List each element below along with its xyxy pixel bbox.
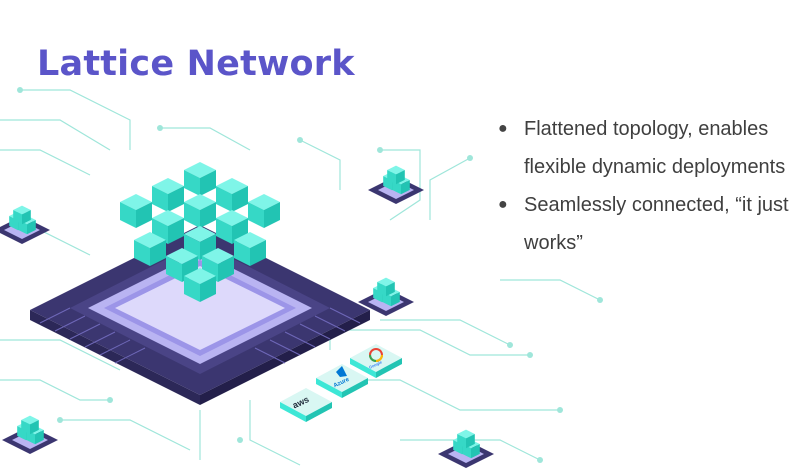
main-chip bbox=[30, 225, 370, 405]
google-label: Google bbox=[368, 359, 383, 370]
bullet-text: Seamlessly connected, “it just works” bbox=[524, 194, 789, 254]
bullet-item: ● Flattened topology, enables flexible d… bbox=[498, 110, 798, 186]
network-illustration: aws Azure Google bbox=[0, 87, 603, 474]
bullet-dot-icon: ● bbox=[498, 120, 508, 137]
circuit-nodes bbox=[0, 87, 603, 463]
small-chip-icon bbox=[2, 416, 58, 454]
bullet-list: ● Flattened topology, enables flexible d… bbox=[498, 110, 798, 262]
bullet-item: ● Seamlessly connected, “it just works” bbox=[498, 186, 798, 262]
bullet-text: Flattened topology, enables flexible dyn… bbox=[524, 118, 786, 178]
slide-title: Lattice Network bbox=[37, 44, 355, 84]
bullet-dot-icon: ● bbox=[498, 196, 508, 213]
small-chip-icon bbox=[438, 430, 494, 468]
small-chip-icon bbox=[368, 166, 424, 204]
aws-logo-icon: aws bbox=[280, 388, 332, 422]
google-cloud-logo-icon: Google bbox=[350, 344, 402, 378]
azure-logo-icon: Azure bbox=[316, 364, 368, 398]
small-chip-icon bbox=[0, 206, 50, 244]
